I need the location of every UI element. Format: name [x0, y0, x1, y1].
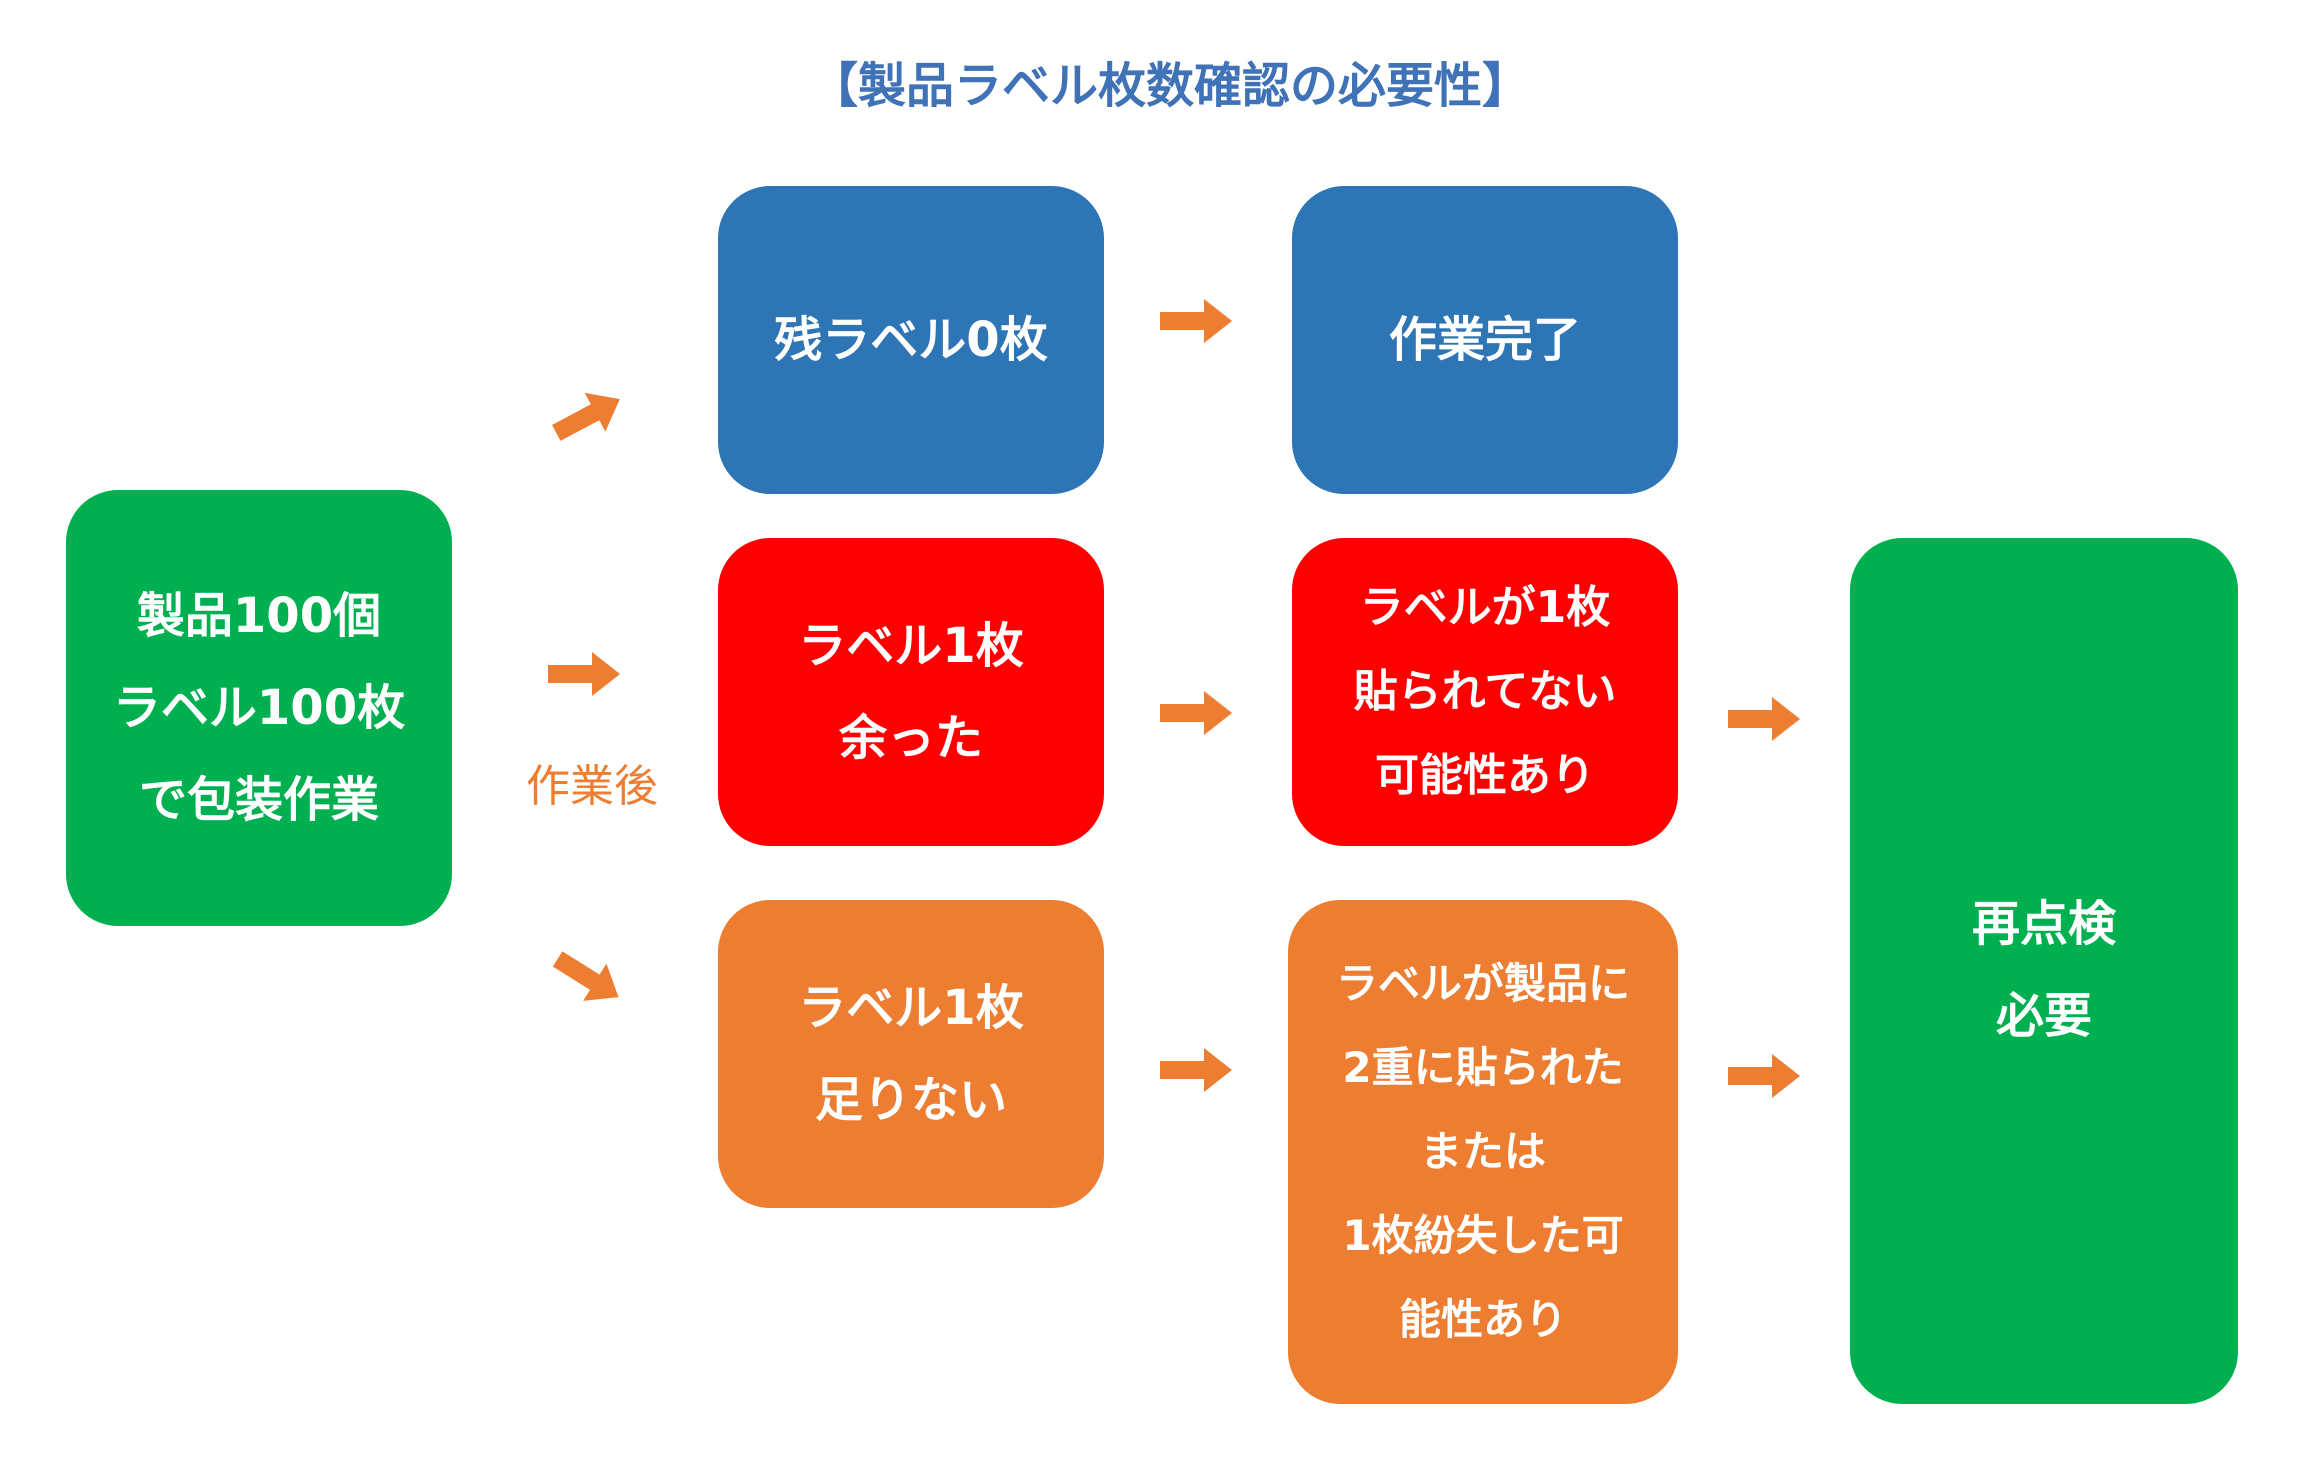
case-2-result-line-2: 貼られてない — [1353, 666, 1617, 717]
final-line-2: 必要 — [1995, 988, 2092, 1044]
case-3-status-line-2: 足りない — [814, 1072, 1007, 1128]
diagram-title: 【製品ラベル枚数確認の必要性】 — [809, 58, 1530, 114]
case-2-status-line-1: ラベル1枚 — [798, 618, 1024, 674]
case-1-result-line-1: 作業完了 — [1388, 312, 1581, 368]
case-3-result-line-4: 1枚紛失した可 — [1342, 1211, 1624, 1260]
arrow-case-3-to-final — [1728, 1054, 1800, 1098]
start-line-2: ラベル100枚 — [112, 680, 406, 736]
case-3-result-line-1: ラベルが製品に — [1335, 959, 1630, 1008]
case-3-result-line-5: 能性あり — [1398, 1295, 1567, 1344]
after-work-label: 作業後 — [526, 761, 658, 812]
case-2-result-line-1: ラベルが1枚 — [1359, 582, 1611, 633]
final-line-1: 再点検 — [1971, 896, 2116, 952]
case-2-result-line-3: 可能性あり — [1375, 750, 1595, 801]
arrow-case-3-to-result — [1160, 1048, 1232, 1092]
arrow-to-case-1 — [551, 392, 620, 441]
case-3-status-line-1: ラベル1枚 — [798, 980, 1024, 1036]
case-3-result-line-3: または — [1419, 1127, 1546, 1176]
arrow-to-case-2 — [548, 652, 620, 696]
final-box: 再点検 必要 — [1850, 538, 2238, 1404]
case-2-result-box: ラベルが1枚 貼られてない 可能性あり — [1292, 538, 1678, 846]
arrow-case-1-to-result — [1160, 299, 1232, 343]
case-2-status-line-2: 余った — [838, 710, 983, 766]
start-line-3: で包装作業 — [138, 772, 379, 828]
case-3-status-box: ラベル1枚 足りない — [718, 900, 1104, 1208]
arrow-case-2-to-final — [1728, 697, 1800, 741]
case-1-status-box: 残ラベル0枚 — [718, 186, 1104, 494]
case-2-status-box: ラベル1枚 余った — [718, 538, 1104, 846]
arrow-case-2-to-result — [1160, 691, 1232, 735]
start-line-1: 製品100個 — [136, 588, 382, 644]
case-1-status-line-1: 残ラベル0枚 — [774, 312, 1048, 368]
case-3-result-box: ラベルが製品に 2重に貼られた または 1枚紛失した可 能性あり — [1288, 900, 1678, 1404]
start-box: 製品100個 ラベル100枚 で包装作業 — [66, 490, 452, 926]
arrow-to-case-3 — [552, 951, 619, 1001]
case-3-result-line-2: 2重に貼られた — [1342, 1043, 1624, 1092]
case-1-result-box: 作業完了 — [1292, 186, 1678, 494]
